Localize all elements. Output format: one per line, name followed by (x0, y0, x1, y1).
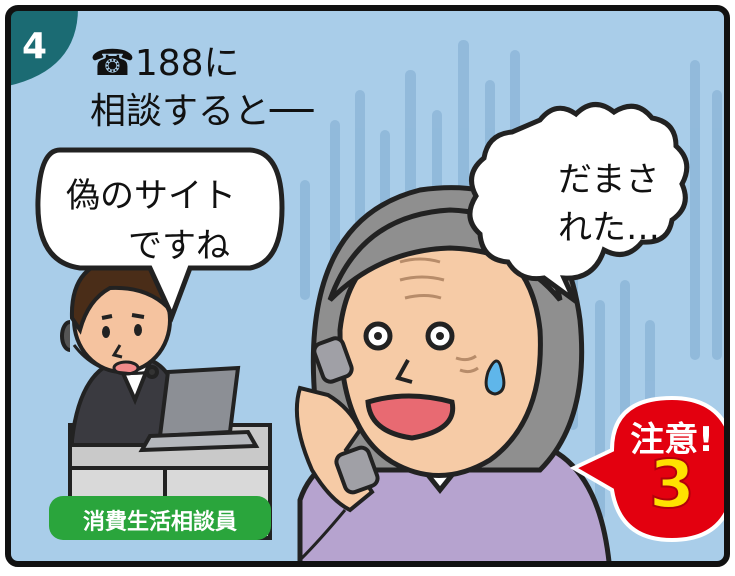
caption-line-1: ☎188に (90, 43, 240, 84)
counselor-speech-line-2: ですね (128, 226, 230, 266)
panel-number: 4 (22, 26, 48, 67)
warning-label: 注意! (630, 420, 714, 460)
role-label-pill (49, 496, 271, 540)
caption-line-2: 相談すると── (90, 91, 314, 132)
warning-badge (569, 395, 727, 543)
woman-speech-line-1: だまさ (558, 160, 660, 200)
warning-number: 3 (648, 445, 696, 524)
panel-border (5, 5, 730, 567)
phone-handset (294, 336, 380, 562)
counselor-speech-line-1: 偽のサイト (66, 176, 236, 216)
woman-speech-balloon (467, 102, 690, 308)
role-label: 消費生活相談員 (82, 510, 237, 535)
woman-speech-line-2: れた… (558, 208, 660, 248)
laptop (138, 365, 260, 453)
panel-number-badge (8, 8, 78, 86)
counselor-speech-balloon (35, 147, 285, 323)
